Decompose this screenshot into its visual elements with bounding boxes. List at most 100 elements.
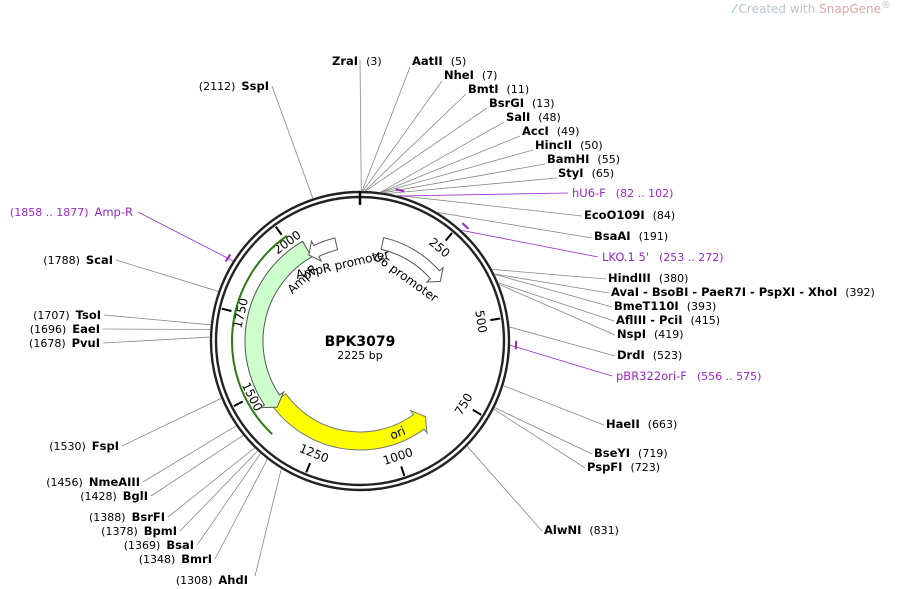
leader-lines	[102, 59, 616, 577]
primer-leader-line	[137, 211, 234, 262]
site-bmri: (1348)BmrI	[139, 552, 212, 566]
site-acci: AccI(49)	[522, 124, 579, 138]
site-bsrgi: BsrGI(13)	[489, 96, 555, 110]
u6-promoter-arrow	[380, 237, 444, 283]
tick-mark	[274, 226, 283, 236]
leader-line	[395, 194, 583, 217]
site-haeii: HaeII(663)	[606, 417, 677, 431]
site-scai: (1788)ScaI	[43, 253, 113, 267]
primer-leader-line	[509, 344, 613, 377]
primer-lko-1-5: LKO.1 5'(253 .. 272)	[602, 250, 724, 264]
site-nspi: NspI(419)	[617, 327, 684, 341]
leader-line	[362, 80, 443, 192]
primer-leader-line	[461, 229, 599, 258]
site-bsai: (1369)BsaI	[124, 538, 194, 552]
site-pvui: (1678)PvuI	[29, 336, 100, 350]
leader-line	[121, 397, 222, 447]
site-tsoi: (1707)TsoI	[33, 308, 101, 322]
site-bmti: BmtI(11)	[468, 82, 529, 96]
primer-mark-lko1	[461, 222, 470, 230]
site-bgli: (1428)BglI	[80, 489, 148, 503]
leader-line	[494, 273, 610, 294]
leader-line	[102, 336, 211, 344]
leader-line	[359, 59, 362, 192]
primer-amp-r: (1858 .. 1877)Amp-R	[10, 205, 133, 219]
site-eaei: (1696)EaeI	[30, 322, 100, 336]
ampr-promoter-arrow	[308, 237, 339, 263]
leader-line	[494, 273, 613, 308]
site-labels: ZraI(3)AatII(5)NheI(7)BmtI(11)BsrGI(13)S…	[10, 54, 875, 587]
tick-label: 250	[426, 235, 453, 261]
site-hincii: HincII(50)	[535, 138, 603, 152]
site-zrai: ZraI(3)	[332, 54, 382, 68]
leader-line	[387, 177, 557, 194]
leader-line	[115, 259, 219, 292]
site-pspfi: PspFI(723)	[587, 460, 660, 474]
tick-mark	[233, 400, 244, 408]
leader-line	[491, 268, 607, 280]
leader-line	[167, 447, 255, 518]
leader-line	[196, 453, 261, 546]
leader-line	[383, 163, 546, 194]
leader-line	[380, 121, 505, 193]
leader-line	[498, 283, 616, 336]
ampr-strand-line	[231, 235, 288, 435]
site-bpmi: (1378)BpmI	[101, 524, 177, 538]
site-nmeaiii: (1456)NmeAIII	[46, 475, 140, 489]
primer-leader-line	[398, 192, 569, 197]
site-hindiii: HindIII(380)	[608, 271, 688, 285]
leader-line	[214, 458, 268, 560]
site-nhei: NheI(7)	[444, 68, 497, 82]
leader-line	[498, 282, 615, 322]
site-aatii: AatII(5)	[412, 54, 466, 68]
leader-line	[509, 326, 616, 357]
site-afliii-pcii: AflIII - PciI(415)	[616, 313, 720, 327]
leader-line	[365, 107, 488, 192]
site-bsaai: BsaAI(191)	[594, 229, 668, 243]
site-bmet110i: BmeT110I(393)	[614, 299, 716, 313]
tick-mark	[400, 466, 406, 477]
leader-line	[179, 450, 259, 532]
primer-hu6-f: hU6-F(82 .. 102)	[572, 186, 673, 200]
site-styi: StyI(65)	[558, 166, 614, 180]
leader-line	[466, 445, 543, 532]
tick-label: 500	[472, 309, 489, 334]
site-bseyi: BseYI(719)	[594, 446, 668, 460]
ampr-feature-arrow	[244, 240, 313, 409]
tick-mark	[305, 462, 311, 473]
site-ahdi: (1308)AhdI	[176, 573, 248, 587]
site-drdi: DrdI(523)	[617, 348, 682, 362]
ori-label: ori	[388, 424, 408, 443]
site-fspi: (1530)FspI	[49, 439, 119, 453]
leader-line	[271, 85, 314, 199]
site-ecoo109i: EcoO109I(84)	[584, 208, 675, 222]
primer-pbr322ori-f: pBR322ori-F(556 .. 575)	[616, 369, 761, 383]
tick-label: 1000	[381, 445, 414, 468]
plasmid-name: BPK3079	[325, 334, 396, 350]
snapgene-logo-icon: ⁄	[733, 2, 736, 16]
leader-line	[503, 385, 605, 426]
leader-line	[364, 93, 467, 192]
plasmid-size: 2225 bp	[337, 349, 382, 362]
site-avai-bsobi-paer7i-pspxi-xhoi: AvaI - BsoBI - PaeR7I - PspXI - XhoI(392…	[611, 285, 875, 299]
tick-mark	[490, 317, 501, 322]
tick-label: 750	[452, 391, 476, 418]
site-bsrfi: (1388)BsrFI	[89, 510, 165, 524]
tick-mark	[221, 307, 232, 312]
tick-label: 1750	[230, 297, 251, 330]
primer-mark-hu6f	[395, 188, 405, 193]
leader-line	[361, 66, 411, 192]
leader-line	[493, 408, 586, 469]
plasmid-backbone	[209, 190, 511, 492]
site-sali: SalI(48)	[506, 110, 561, 124]
leader-line	[381, 149, 534, 193]
leader-line	[254, 468, 282, 577]
leader-line	[150, 434, 244, 497]
site-sspi: (2112)SspI	[199, 79, 269, 93]
tick-mark	[472, 408, 482, 416]
leader-line	[103, 314, 211, 326]
site-bamhi: BamHI(55)	[547, 152, 620, 166]
leader-line	[380, 135, 521, 193]
snapgene-watermark: ⁄Created with SnapGene®	[733, 0, 891, 16]
